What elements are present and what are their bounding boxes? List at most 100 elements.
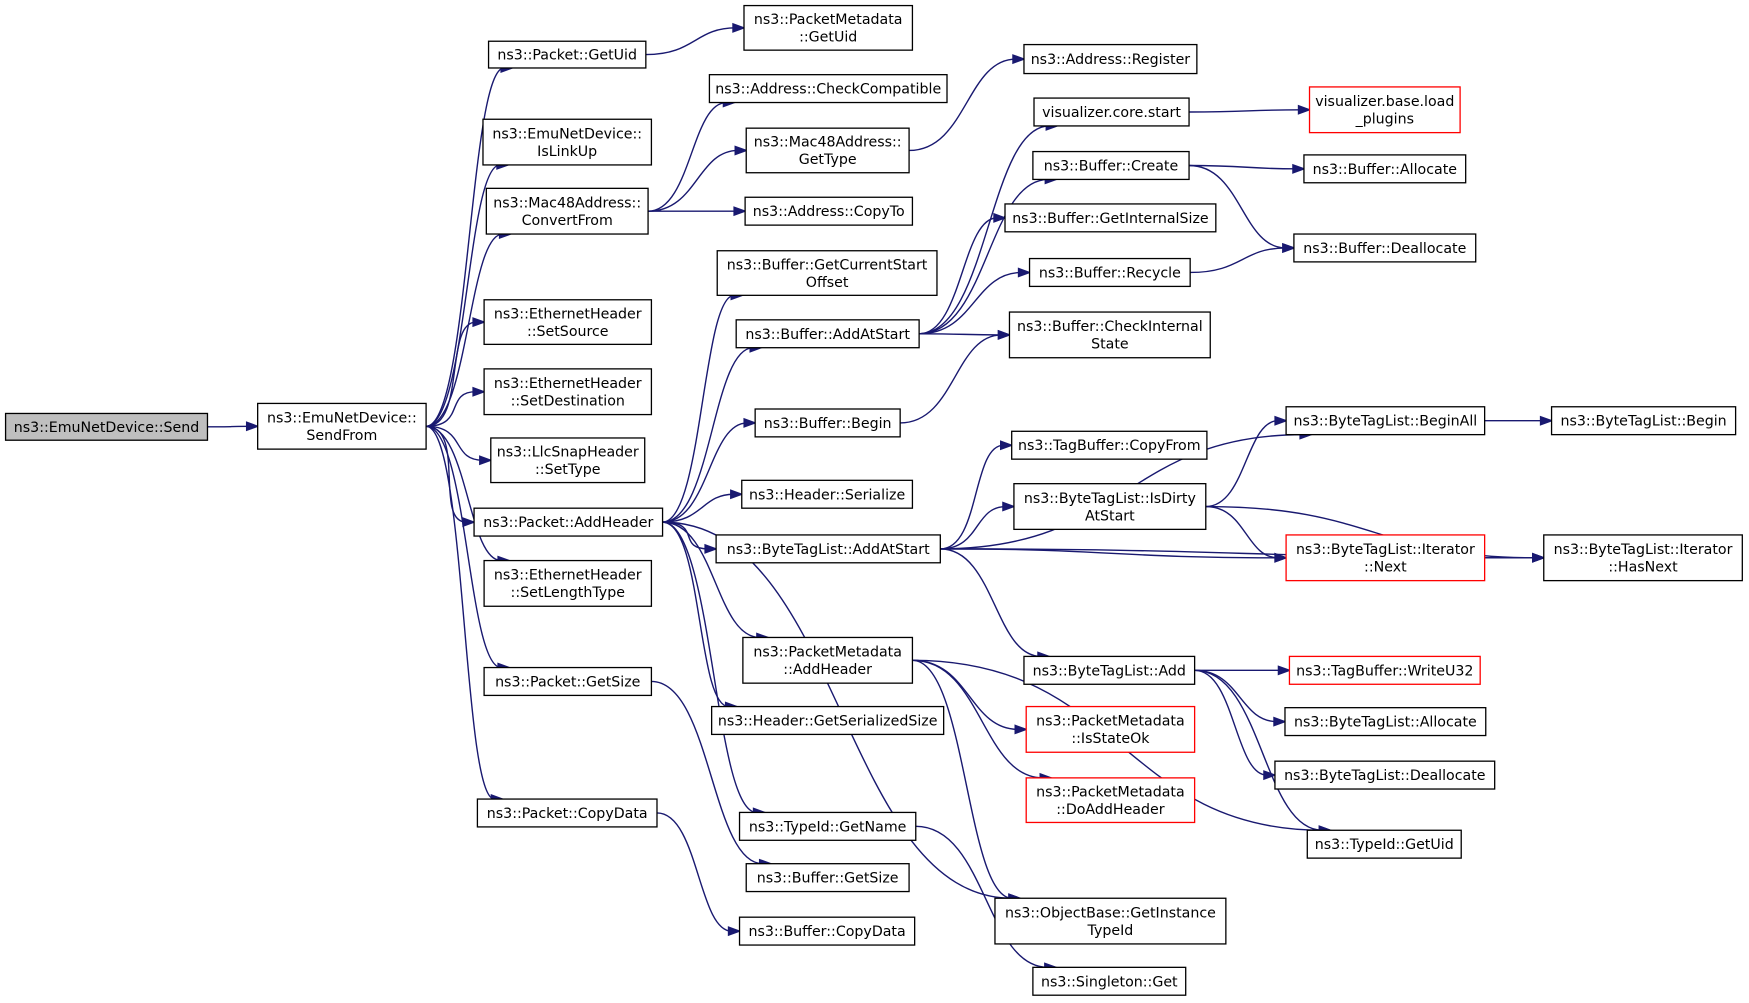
- edge-line: [426, 391, 477, 427]
- node-pm-getuid[interactable]: ns3::PacketMetadata::GetUid: [743, 4, 914, 51]
- node-mac-gettype[interactable]: ns3::Mac48Address::GetType: [745, 127, 910, 174]
- node-buf-getsize[interactable]: ns3::Buffer::GetSize: [745, 863, 910, 893]
- node-label: ns3::TagBuffer::WriteU32: [1296, 663, 1473, 679]
- node-box: [743, 4, 914, 51]
- node-label: ::Next: [1364, 560, 1407, 576]
- node-pm-isstateok[interactable]: ns3::PacketMetadata::IsStateOk: [1025, 705, 1196, 753]
- node-box: [708, 74, 948, 104]
- node-addr-register[interactable]: ns3::Address::Register: [1023, 43, 1198, 75]
- node-addr-copyto[interactable]: ns3::Address::CopyTo: [744, 196, 914, 226]
- nodes-layer: ns3::EmuNetDevice::Send ns3::EmuNetDevice…: [4, 4, 1743, 996]
- node-eth-setsource[interactable]: ns3::EthernetHeader::SetSource: [483, 299, 653, 346]
- arrowhead: [462, 517, 477, 528]
- edge-btl-iter-next-to-btl-iter-hasnext: [1484, 552, 1546, 563]
- node-hdr-serialize[interactable]: ns3::Header::Serialize: [741, 479, 914, 509]
- node-box: [1025, 705, 1196, 753]
- node-label: Offset: [806, 275, 849, 291]
- node-label: ns3::Address::CheckCompatible: [715, 82, 941, 98]
- node-box: [1288, 655, 1481, 685]
- node-box: [487, 40, 647, 69]
- node-label: TypeId: [1087, 923, 1134, 939]
- node-label: State: [1091, 337, 1129, 353]
- node-btl-begin[interactable]: ns3::ByteTagList::Begin: [1550, 406, 1737, 436]
- edge-line: [919, 333, 1002, 336]
- node-buf-deallocate[interactable]: ns3::Buffer::Deallocate: [1293, 233, 1477, 263]
- node-vis-core-start[interactable]: visualizer.core.start: [1033, 97, 1190, 127]
- node-buf-copydata[interactable]: ns3::Buffer::CopyData: [738, 916, 916, 946]
- arrowhead: [1532, 552, 1546, 563]
- node-eth-setlength[interactable]: ns3::EthernetHeader::SetLengthType: [483, 559, 653, 607]
- node-btl-add[interactable]: ns3::ByteTagList::Add: [1023, 655, 1196, 685]
- node-label: ns3::Buffer::GetCurrentStart: [727, 257, 928, 273]
- node-label: visualizer.base.load: [1315, 94, 1454, 110]
- node-send[interactable]: ns3::EmuNetDevice::Send: [4, 412, 209, 441]
- edge-line: [425, 67, 505, 427]
- node-pm-doaddheader[interactable]: ns3::PacketMetadata::DoAddHeader: [1025, 777, 1196, 824]
- node-mac-convertfrom[interactable]: ns3::Mac48Address::ConvertFrom: [485, 187, 649, 235]
- arrowhead: [730, 489, 744, 500]
- node-label: ::HasNext: [1608, 560, 1678, 576]
- node-typeid-getuid[interactable]: ns3::TypeId::GetUid: [1306, 829, 1462, 859]
- node-buf-getinternalsize[interactable]: ns3::Buffer::GetInternalSize: [1004, 203, 1217, 233]
- node-box: [482, 118, 653, 166]
- node-btl-beginall[interactable]: ns3::ByteTagList::BeginAll: [1285, 406, 1486, 436]
- edge-pkt-getuid-to-pm-getuid: [645, 22, 747, 56]
- edge-line: [919, 217, 998, 335]
- node-vis-base-load[interactable]: visualizer.base.load_plugins: [1308, 86, 1461, 134]
- node-box: [1023, 655, 1196, 685]
- node-box: [4, 412, 209, 441]
- node-box: [1004, 203, 1217, 233]
- node-btl-iter-next[interactable]: ns3::ByteTagList::Iterator::Next: [1285, 534, 1486, 582]
- node-islinkup[interactable]: ns3::EmuNetDevice::IsLinkUp: [482, 118, 653, 166]
- node-buf-addatstart[interactable]: ns3::Buffer::AddAtStart: [735, 319, 920, 349]
- node-btl-allocate[interactable]: ns3::ByteTagList::Allocate: [1284, 707, 1487, 737]
- arrowhead: [1274, 552, 1289, 563]
- node-label: ns3::Singleton::Get: [1041, 974, 1178, 990]
- node-box: [738, 916, 916, 946]
- edge-line: [1189, 109, 1302, 113]
- node-tagbuf-copyfrom[interactable]: ns3::TagBuffer::CopyFrom: [1011, 430, 1208, 460]
- node-pm-addheader[interactable]: ns3::PacketMetadata::AddHeader: [742, 636, 914, 684]
- node-buf-begin[interactable]: ns3::Buffer::Begin: [754, 408, 901, 438]
- edge-sendfrom-to-eth-setdest: [426, 386, 487, 427]
- arrowhead: [1297, 104, 1312, 115]
- edge-line: [425, 425, 502, 669]
- edge-buf-create-to-buf-allocate: [1189, 163, 1306, 174]
- node-label: ns3::ByteTagList::Add: [1033, 663, 1186, 679]
- node-box: [1285, 406, 1486, 436]
- node-buf-create[interactable]: ns3::Buffer::Create: [1032, 150, 1190, 181]
- edge-pkt-addheader-to-btl-addatstart: [662, 521, 719, 554]
- arrowhead: [1012, 54, 1027, 65]
- node-label: ns3::Header::GetSerializedSize: [718, 713, 938, 729]
- node-box: [715, 534, 941, 564]
- node-box: [1028, 257, 1191, 288]
- node-typeid-getname[interactable]: ns3::TypeId::GetName: [738, 811, 917, 841]
- node-btl-iter-hasnext[interactable]: ns3::ByteTagList::Iterator::HasNext: [1543, 534, 1743, 582]
- node-buf-recycle[interactable]: ns3::Buffer::Recycle: [1028, 257, 1191, 288]
- node-box: [745, 863, 910, 893]
- arrowhead: [732, 22, 747, 33]
- node-box: [1303, 154, 1467, 184]
- node-btl-addatstart[interactable]: ns3::ByteTagList::AddAtStart: [715, 534, 941, 564]
- node-label: ns3::TypeId::GetUid: [1315, 837, 1454, 853]
- node-pkt-addheader[interactable]: ns3::Packet::AddHeader: [473, 507, 664, 537]
- node-hdr-getserialized[interactable]: ns3::Header::GetSerializedSize: [710, 705, 945, 736]
- node-pkt-getsize[interactable]: ns3::Packet::GetSize: [483, 666, 653, 697]
- edge-sendfrom-to-eth-setsource: [426, 317, 487, 427]
- node-eth-setdest[interactable]: ns3::EthernetHeader::SetDestination: [483, 368, 653, 416]
- node-btl-deallocate[interactable]: ns3::ByteTagList::Deallocate: [1274, 760, 1496, 790]
- node-singleton-get[interactable]: ns3::Singleton::Get: [1032, 966, 1187, 996]
- node-pkt-copydata[interactable]: ns3::Packet::CopyData: [476, 798, 658, 828]
- node-buf-allocate[interactable]: ns3::Buffer::Allocate: [1303, 154, 1467, 184]
- node-tagbuf-writeu32[interactable]: ns3::TagBuffer::WriteU32: [1288, 655, 1481, 685]
- node-pkt-getuid[interactable]: ns3::Packet::GetUid: [487, 40, 647, 69]
- node-addr-checkcompat[interactable]: ns3::Address::CheckCompatible: [708, 74, 948, 104]
- node-llc-settype[interactable]: ns3::LlcSnapHeader::SetType: [490, 437, 646, 484]
- node-label: ns3::Buffer::Allocate: [1313, 162, 1457, 178]
- node-sendfrom[interactable]: ns3::EmuNetDevice::SendFrom: [257, 402, 427, 450]
